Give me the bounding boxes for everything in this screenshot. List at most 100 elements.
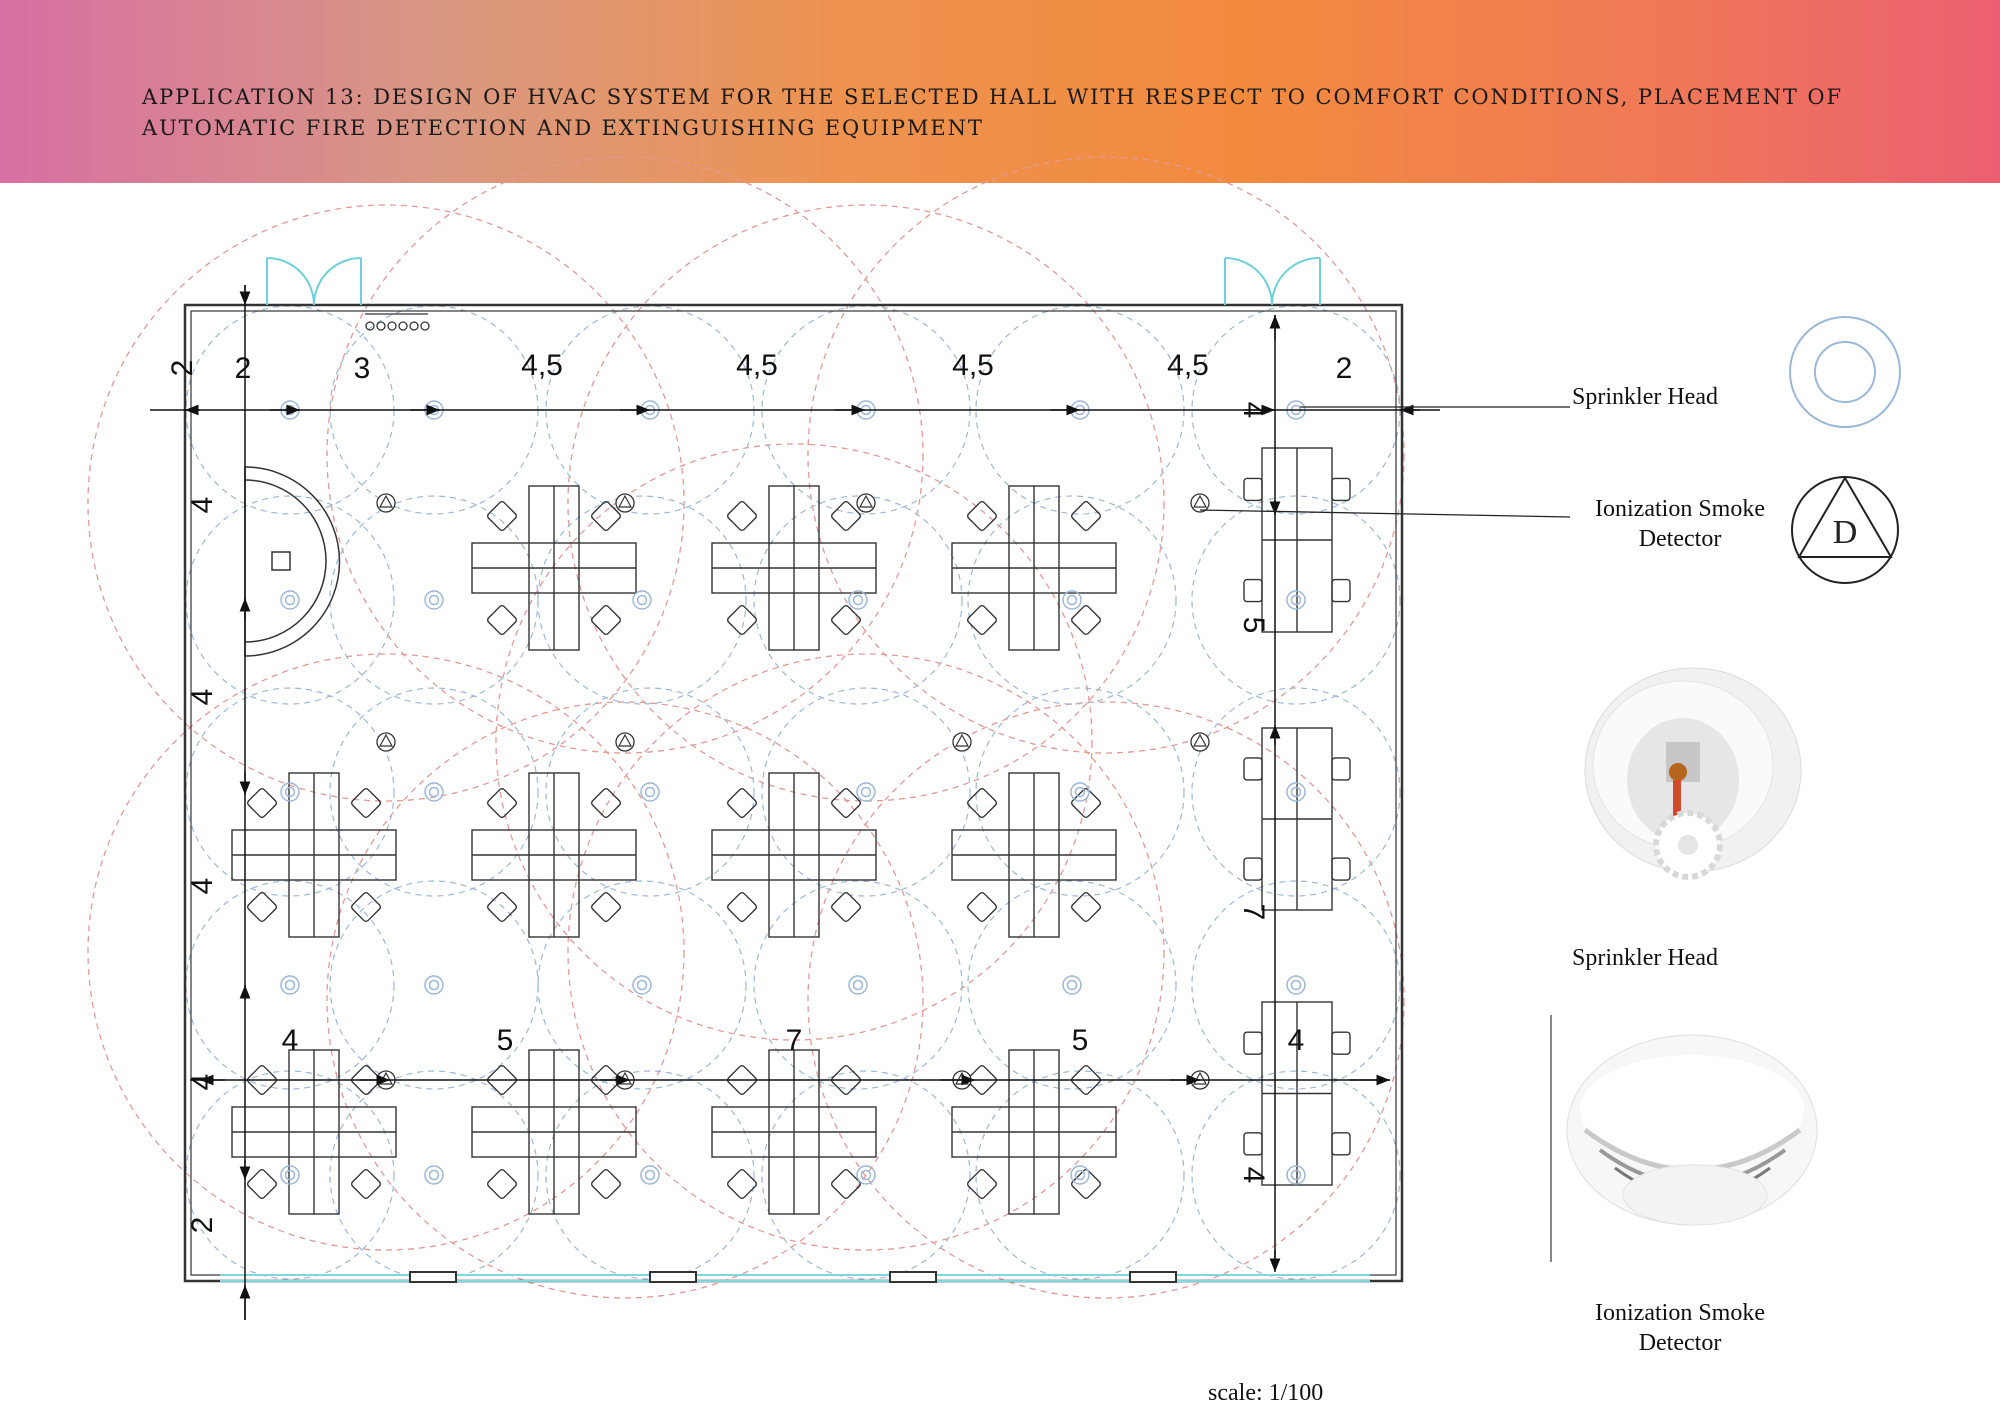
- detector-coverage-circle: [807, 701, 1405, 1299]
- sprinkler-head-core: [428, 594, 440, 606]
- title-banner: APPLICATION 13: DESIGN OF HVAC SYSTEM FO…: [0, 0, 2000, 183]
- top-dimension: 2: [166, 360, 199, 377]
- sprinkler-head: [1062, 975, 1082, 995]
- chair: [590, 500, 622, 532]
- sprinkler-head-core: [852, 979, 864, 991]
- row-dimension: 7: [786, 1024, 803, 1057]
- sprinkler-head-core: [644, 1169, 656, 1181]
- chair: [1070, 1064, 1102, 1096]
- chair: [830, 500, 862, 532]
- sprinkler-head-core: [284, 594, 296, 606]
- chair: [1243, 757, 1263, 781]
- chair: [590, 1168, 622, 1200]
- sprinkler-coverage-circle: [967, 495, 1177, 705]
- chair: [726, 604, 758, 636]
- chair: [1070, 500, 1102, 532]
- sprinkler-head: [848, 590, 868, 610]
- window-strip: [220, 1271, 1370, 1283]
- sprinkler-head: [640, 1165, 660, 1185]
- chair: [830, 1064, 862, 1096]
- chair: [1243, 857, 1263, 881]
- sprinkler-coverage-circle: [537, 880, 747, 1090]
- chair: [830, 787, 862, 819]
- workstation: [711, 772, 877, 938]
- sprinkler-head-core: [284, 1169, 296, 1181]
- smoke-detector-triangle: [1192, 494, 1208, 508]
- chair: [1243, 1031, 1263, 1055]
- sprinkler-coverage-circle: [185, 495, 395, 705]
- chair: [486, 891, 518, 923]
- row-dimension: 4: [282, 1024, 299, 1057]
- chair: [1331, 857, 1351, 881]
- chair: [1243, 477, 1263, 502]
- sprinkler-coverage-circle: [753, 495, 963, 705]
- chair: [966, 500, 998, 532]
- sprinkler-head: [280, 1165, 300, 1185]
- chair: [966, 787, 998, 819]
- smoke-detector-triangle: [617, 494, 633, 508]
- right-dimension: 4: [1237, 1167, 1270, 1184]
- sprinkler-coverage-circle: [329, 1070, 539, 1280]
- sprinkler-head: [1286, 782, 1306, 802]
- row-dimension: 4: [1288, 1024, 1305, 1057]
- chair: [1243, 578, 1263, 603]
- sprinkler-head: [1286, 590, 1306, 610]
- sprinkler-head-core: [428, 979, 440, 991]
- sprinkler-head: [848, 975, 868, 995]
- chair: [726, 891, 758, 923]
- sprinkler-head: [280, 782, 300, 802]
- top-dimension: 4,5: [736, 349, 778, 382]
- chair: [726, 500, 758, 532]
- smoke-detector-triangle: [858, 494, 874, 508]
- smoke-detector-triangle: [378, 494, 394, 508]
- sprinkler-head: [856, 782, 876, 802]
- sprinkler-head-core: [636, 979, 648, 991]
- smoke-detector-triangle: [378, 733, 394, 747]
- detector-coverage-circle: [326, 701, 924, 1299]
- sprinkler-head-core: [1066, 594, 1078, 606]
- top-dimension: 4,5: [1167, 349, 1209, 382]
- scale-label: scale: 1/100: [1208, 1380, 1324, 1406]
- sprinkler-head-core: [1290, 979, 1302, 991]
- sprinkler-legend-label: Sprinkler Head: [1572, 384, 1718, 410]
- workstation: [231, 772, 397, 938]
- chair: [966, 891, 998, 923]
- sprinkler-coverage-circle: [1191, 687, 1401, 897]
- chair: [1331, 1031, 1351, 1055]
- left-dimension: 2: [186, 1217, 219, 1234]
- chair: [966, 604, 998, 636]
- sprinkler-head: [424, 590, 444, 610]
- chair: [966, 1064, 998, 1096]
- chair: [830, 1168, 862, 1200]
- chair: [966, 1168, 998, 1200]
- chair: [486, 604, 518, 636]
- sprinkler-head: [424, 975, 444, 995]
- sprinkler-head-core: [284, 786, 296, 798]
- chair: [590, 604, 622, 636]
- chair: [1331, 477, 1351, 502]
- chair: [246, 1064, 278, 1096]
- chair: [1070, 891, 1102, 923]
- right-dimension: 5: [1237, 617, 1270, 634]
- coat-hooks: [365, 313, 430, 331]
- sprinkler-head-core: [644, 786, 656, 798]
- workstation: [951, 1049, 1117, 1215]
- chair: [486, 1168, 518, 1200]
- detector-coverage-circle: [495, 443, 1093, 1041]
- chair: [1070, 604, 1102, 636]
- chair: [350, 1168, 382, 1200]
- reception-desk: [244, 466, 341, 657]
- chair: [486, 1064, 518, 1096]
- sprinkler-head-core: [428, 1169, 440, 1181]
- chair: [246, 891, 278, 923]
- sprinkler-coverage-circle: [185, 1070, 395, 1280]
- sprinkler-head-core: [284, 979, 296, 991]
- detector-legend-symbol: D: [1791, 476, 1899, 584]
- sprinkler-head: [632, 975, 652, 995]
- sprinkler-head-core: [636, 594, 648, 606]
- chair: [590, 1064, 622, 1096]
- top-dimension: 3: [354, 352, 371, 385]
- sprinkler-head-core: [1290, 786, 1302, 798]
- sprinkler-head-core: [1066, 979, 1078, 991]
- left-dimension: 4: [186, 1074, 219, 1091]
